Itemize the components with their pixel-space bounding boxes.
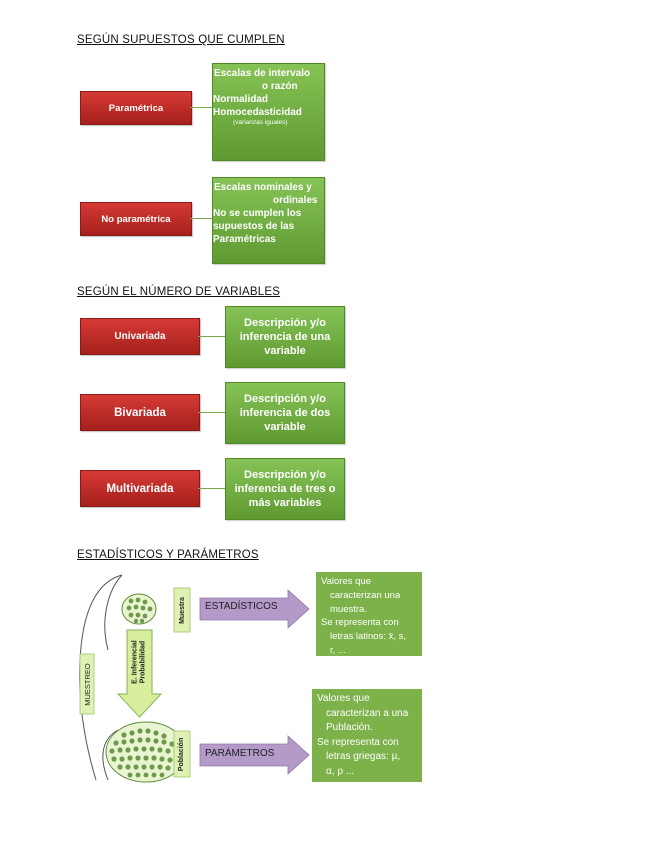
poblacion-label: Población [178,737,186,771]
desc-line: variable [264,345,306,358]
parametros-desc-box: Valores que caracterizan a una Publación… [312,689,422,782]
parametric-details-box: Escalas de intervalo o razón Normalidad … [212,63,325,161]
desc-line: Valores que [317,693,370,704]
desc-line: Se representa con [317,736,399,748]
detail-line: o razón [262,81,298,92]
desc-line: letras latinos: x̄, s, [330,631,407,643]
desc-line: α, ρ ... [326,765,355,777]
parametros-arrow [199,735,310,775]
desc-line: Descripción y/o [244,468,326,481]
multivariada-desc-box: Descripción y/o inferencia de tres o más… [225,458,345,520]
desc-line: caracterizan una [330,589,401,601]
connector-line [190,218,212,219]
desc-line: Descripción y/o [244,392,326,405]
estadisticos-desc-box: Valores que caracterizan una muestra. Se… [316,572,422,656]
desc-line: letras griegas: µ, [326,751,401,762]
curve-line [104,574,123,651]
desc-line: inferencia de dos [239,406,331,419]
muestra-label: Muestra [178,596,186,624]
inferencial-label: E. Inferencial Probabilidad [127,630,152,694]
poblacion-rect [173,730,191,778]
desc-line: muestra. [330,603,367,615]
detail-line: ordinales [273,195,318,206]
connector-line [198,336,225,337]
nonparametric-details-box: Escalas nominales y ordinales No se cump… [212,177,325,264]
desc-line: Valores que [321,576,371,587]
detail-line: No se cumplen los [213,208,302,219]
connector-line [190,107,212,108]
detail-line: Paramétricas [213,234,276,245]
estadisticos-arrow [199,589,310,629]
desc-line: r, ... [330,644,346,656]
desc-line: Descripción y/o [244,316,326,329]
section-heading-estadisticos: ESTADÍSTICOS Y PARÁMETROS [77,549,259,561]
connector-line [198,412,225,413]
muestreo-label: MUESTREO [82,662,92,706]
detail-line: Homocedasticidad [213,107,302,118]
sample-dots [126,597,153,624]
desc-line: Se representa con [321,617,399,629]
desc-line: Publación. [326,722,373,733]
probabilidad-line: Probabilidad [139,640,147,684]
detail-line: Normalidad [213,94,269,105]
parametric-box: Paramétrica [80,91,192,125]
desc-line: inferencia de tres o [234,482,336,495]
down-arrow [116,629,163,718]
muestra-rect [173,587,191,633]
parametros-label: PARÁMETROS [205,748,275,759]
desc-line: inferencia de una [239,330,331,343]
desc-line: variable [264,421,306,434]
bivariada-box: Bivariada [80,394,200,431]
detail-line: Escalas de intervalo [214,68,311,79]
bivariada-desc-box: Descripción y/o inferencia de dos variab… [225,382,345,444]
muestreo-rect [79,653,95,715]
desc-line: caracterizan a una [326,707,409,719]
section-heading-variables: SEGÚN EL NÚMERO DE VARIABLES [77,286,281,298]
detail-line: Escalas nominales y [214,182,312,193]
inferencial-line: E. Inferencial [131,640,139,684]
nonparametric-box: No paramétrica [80,202,192,236]
detail-line: (varianzas iguales) [233,119,288,126]
multivariada-box: Multivariada [80,470,200,507]
connector-line [198,488,225,489]
desc-line: más variables [248,497,322,510]
detail-line: supuestos de las [213,221,295,232]
section-heading-supuestos: SEGÚN SUPUESTOS QUE CUMPLEN [77,34,285,46]
univariada-desc-box: Descripción y/o inferencia de una variab… [225,306,345,368]
estadisticos-label: ESTADÍSTICOS [205,601,278,612]
curve-line [102,729,119,781]
population-dots [109,728,181,778]
